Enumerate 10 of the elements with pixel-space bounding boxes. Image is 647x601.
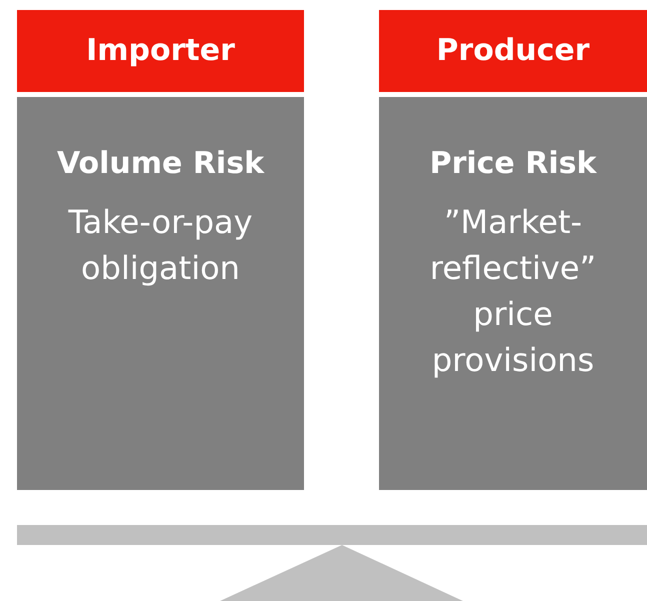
risk-panel <box>17 97 304 490</box>
risk-title: Volume Risk <box>56 145 264 182</box>
role-title: Importer <box>86 32 235 70</box>
risk-description: ”Market-reflective” price provisions <box>428 202 598 380</box>
role-title: Producer <box>436 32 590 70</box>
risk-title: Price Risk <box>430 145 596 182</box>
risk-description: Take-or-pay obligation <box>67 202 254 288</box>
role-header <box>379 10 647 92</box>
risk-panel <box>379 97 647 490</box>
role-header <box>17 10 304 92</box>
